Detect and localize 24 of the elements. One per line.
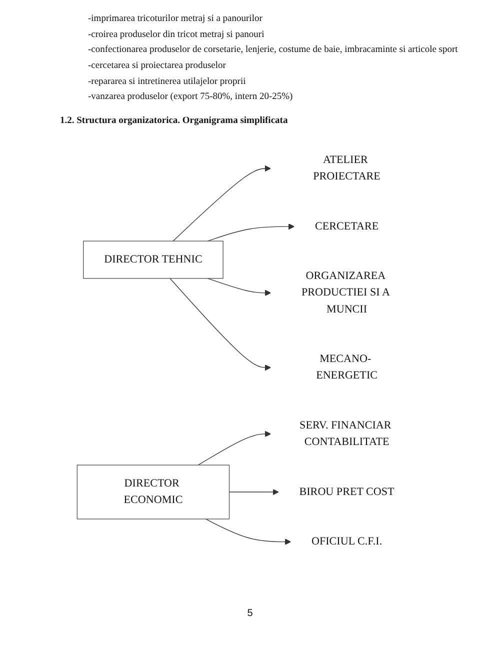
paragraph-line: -repararea si intretinerea utilajelor proprii bbox=[87, 76, 247, 89]
paragraph-line: -imprimarea tricoturilor metraj si a panourilor bbox=[87, 13, 264, 26]
node-text: MECANO- ENERGETIC bbox=[316, 352, 378, 382]
arrow bbox=[228, 488, 279, 495]
arrow bbox=[205, 518, 292, 545]
node-text: CERCETARE bbox=[314, 220, 379, 232]
section-heading: 1.2. Structura organizatorica. Organigrama simplificata bbox=[60, 115, 289, 128]
arrow bbox=[170, 278, 272, 370]
paragraph-line: -cercetarea si proiectarea produselor bbox=[87, 60, 227, 74]
arrow bbox=[207, 278, 272, 296]
paragraph-line: -croirea produselor din tricot metraj si panouri bbox=[87, 28, 266, 42]
node-text: SERV. FINANCIAR CONTABILITATE bbox=[300, 419, 392, 448]
page-number: 5 bbox=[246, 608, 254, 619]
paragraph-line: -confectionarea produselor de corsetarie, lenjerie, costume de baie, imbracaminte si articole sport bbox=[87, 44, 459, 58]
arrow bbox=[207, 223, 294, 242]
node-text: ORGANIZAREA PRODUCTIEI SI A MUNCII bbox=[301, 270, 390, 315]
node-text: BIROU PRET COST bbox=[299, 486, 394, 498]
arrow bbox=[198, 430, 272, 466]
paragraph-line: -vanzarea produselor (export 75-80%, intern 20-25%) bbox=[87, 91, 294, 104]
node-box: DIRECTOR TEHNIC bbox=[83, 240, 224, 278]
node-text: ATELIER PROIECTARE bbox=[313, 154, 380, 182]
node-text: OFICIUL C.F.I. bbox=[311, 535, 382, 548]
node-box: DIRECTOR ECONOMIC bbox=[76, 464, 230, 520]
arrow bbox=[172, 165, 272, 242]
